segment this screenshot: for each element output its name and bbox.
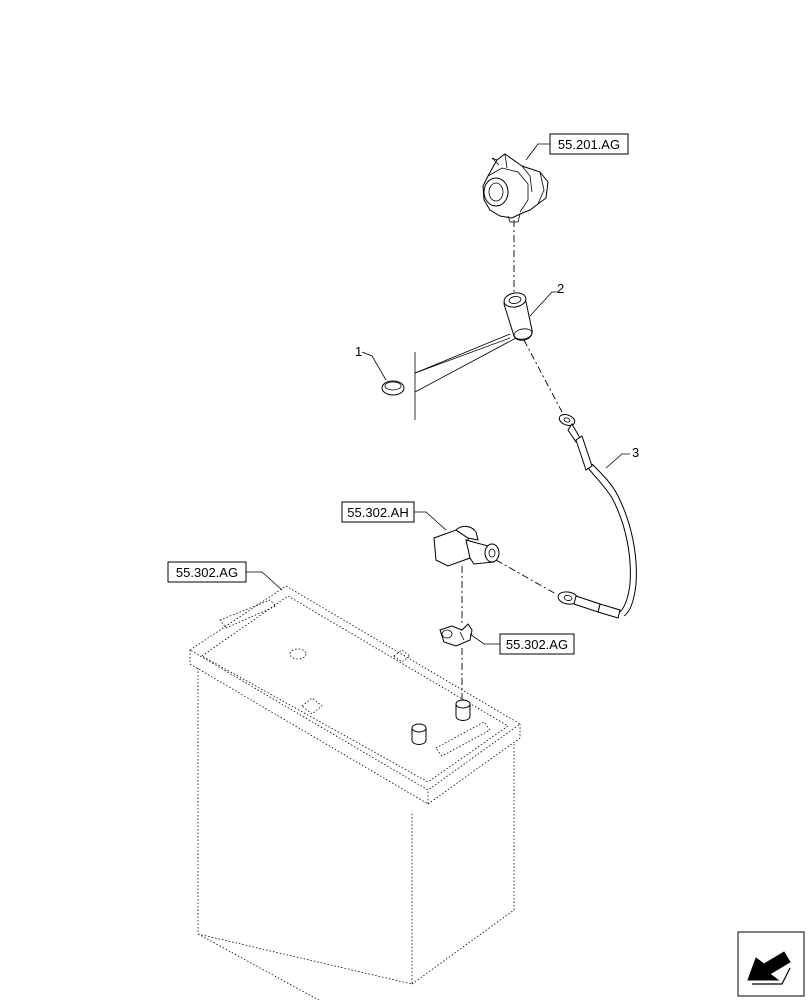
leader-item-2 <box>529 291 558 317</box>
assembly-line-cover-lug <box>495 559 557 595</box>
assembly-line-sleeve <box>523 339 563 413</box>
callout-3: 3 <box>632 445 639 460</box>
next-page-arrow-icon[interactable] <box>737 931 805 997</box>
callout-2: 2 <box>557 281 564 296</box>
bracket-leaders <box>414 333 517 420</box>
reference-box-cover[interactable]: 55.302.AH <box>341 501 415 523</box>
reference-box-battery[interactable]: 55.302.AG <box>167 561 247 583</box>
battery-part <box>189 585 521 1000</box>
leader-item-3 <box>605 453 630 469</box>
reference-label-cover: 55.302.AH <box>347 505 408 520</box>
leader-battery <box>246 571 283 591</box>
terminal-sleeve-part <box>503 292 533 341</box>
terminal-cover-part <box>433 525 500 567</box>
callout-1: 1 <box>355 344 362 359</box>
reference-label-battery: 55.302.AG <box>176 565 238 580</box>
reference-label-top: 55.201.AG <box>558 137 620 152</box>
battery-clamp-part <box>439 623 473 647</box>
leader-top <box>525 143 550 161</box>
jump-start-socket-part <box>482 153 549 223</box>
leader-clamp <box>469 633 500 645</box>
leader-cover <box>414 511 447 531</box>
leader-item-1 <box>361 351 387 381</box>
cable-tie-part <box>381 380 405 396</box>
reference-box-top[interactable]: 55.201.AG <box>549 133 629 155</box>
reference-box-clamp[interactable]: 55.302.AG <box>499 633 575 655</box>
battery-cable-part <box>557 414 637 619</box>
reference-label-clamp: 55.302.AG <box>506 637 568 652</box>
